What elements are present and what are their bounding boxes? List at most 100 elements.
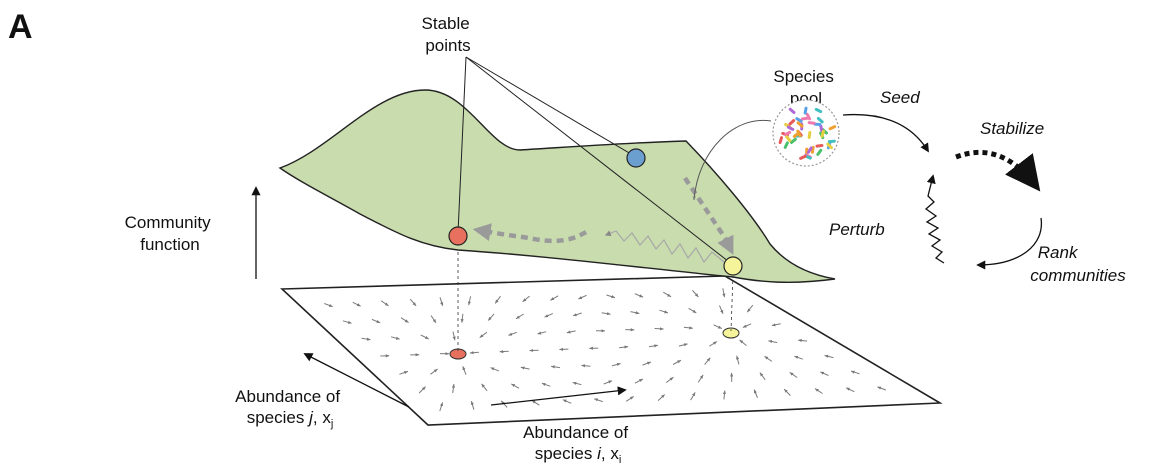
field-arrow (672, 359, 682, 365)
field-arrow (469, 351, 479, 355)
field-arrow (418, 386, 426, 394)
field-arrow (713, 324, 723, 330)
stable-points-label: Stable points (422, 14, 475, 55)
microbe (785, 135, 792, 143)
field-arrow (420, 334, 429, 340)
field-arrow (562, 399, 572, 404)
yellow-point-projection (722, 327, 740, 339)
field-arrow (490, 367, 500, 372)
field-arrow (371, 318, 381, 324)
field-arrow (654, 327, 664, 331)
field-arrow (630, 311, 640, 315)
field-arrow (544, 313, 553, 318)
field-arrow (409, 298, 417, 307)
field-arrow (697, 374, 704, 383)
microbe (827, 139, 836, 144)
field-arrow (820, 371, 829, 376)
stable-point-blue (626, 148, 646, 168)
microbe (783, 130, 792, 137)
field-arrow (451, 384, 456, 394)
microbe (778, 136, 783, 145)
field-arrow (634, 378, 644, 384)
field-arrow (722, 288, 726, 298)
field-arrow (430, 315, 437, 324)
field-arrow (794, 355, 803, 360)
field-arrow (683, 326, 693, 330)
field-arrow (798, 338, 808, 343)
field-arrow (508, 331, 517, 336)
microbe (786, 125, 795, 131)
species-i-axis-label: Abundance of species i, xi (523, 423, 633, 466)
field-arrow (460, 313, 464, 323)
field-arrow (678, 343, 688, 347)
field-arrow (768, 339, 778, 344)
field-arrow (511, 383, 520, 389)
stable-point-red (448, 226, 468, 246)
stabilize-label: Stabilize (980, 119, 1044, 138)
field-arrow (663, 291, 672, 298)
microbe (799, 154, 807, 160)
stabilize-arrow (955, 150, 1041, 192)
field-arrow (845, 387, 855, 393)
field-arrow (520, 366, 530, 370)
field-arrow (390, 336, 400, 340)
field-arrow (690, 392, 696, 401)
field-arrow (692, 289, 699, 298)
field-arrow (452, 331, 456, 341)
field-arrow (537, 331, 547, 335)
field-arrow (648, 344, 658, 348)
field-arrow (380, 300, 389, 307)
field-arrow (470, 400, 475, 410)
field-arrow (522, 295, 530, 303)
field-arrow (850, 370, 860, 375)
species-pool-microbes (778, 106, 837, 160)
field-arrow (581, 364, 591, 368)
field-arrow (611, 362, 621, 367)
seed-label: Seed (880, 88, 920, 107)
field-arrow (578, 294, 587, 300)
field-arrow (739, 339, 747, 346)
field-arrow (467, 296, 472, 306)
field-arrow (487, 313, 495, 321)
field-arrow (665, 376, 674, 384)
microbe (788, 107, 796, 115)
field-arrow (551, 365, 561, 369)
perturb-label: Perturb (829, 220, 885, 239)
microbe (806, 146, 813, 154)
field-arrow (753, 389, 758, 398)
microbe (816, 148, 823, 156)
field-arrow (759, 372, 766, 381)
field-arrow (572, 381, 582, 386)
field-arrow (657, 394, 666, 401)
microbe (796, 121, 804, 128)
perturb-arrow (924, 174, 945, 264)
rank-communities-label: Rank communities (1030, 243, 1126, 285)
field-arrow (594, 398, 603, 403)
microbe (783, 141, 789, 149)
field-arrow (659, 309, 669, 314)
field-arrow (877, 386, 887, 391)
field-arrow (342, 320, 352, 324)
microbe (805, 112, 812, 121)
microbe (803, 106, 808, 115)
field-arrow (481, 383, 488, 392)
field-arrow (439, 402, 444, 412)
rank-arrow (976, 217, 1043, 270)
field-arrow (736, 355, 740, 365)
field-arrow (606, 294, 616, 299)
field-arrow (462, 366, 467, 375)
field-arrow (400, 317, 409, 324)
field-arrow (439, 297, 444, 307)
field-arrow (771, 323, 781, 327)
microbe (788, 119, 796, 126)
field-arrow (352, 301, 361, 307)
microbe (796, 129, 802, 138)
field-arrow (824, 354, 834, 359)
microbe (828, 125, 837, 131)
community-function-label: Community function (125, 213, 216, 254)
panel-letter: A (8, 8, 33, 46)
perturbation-path (604, 230, 725, 264)
field-arrow (499, 350, 509, 354)
microbe (800, 116, 809, 121)
species-i-axis-arrow (490, 386, 627, 406)
